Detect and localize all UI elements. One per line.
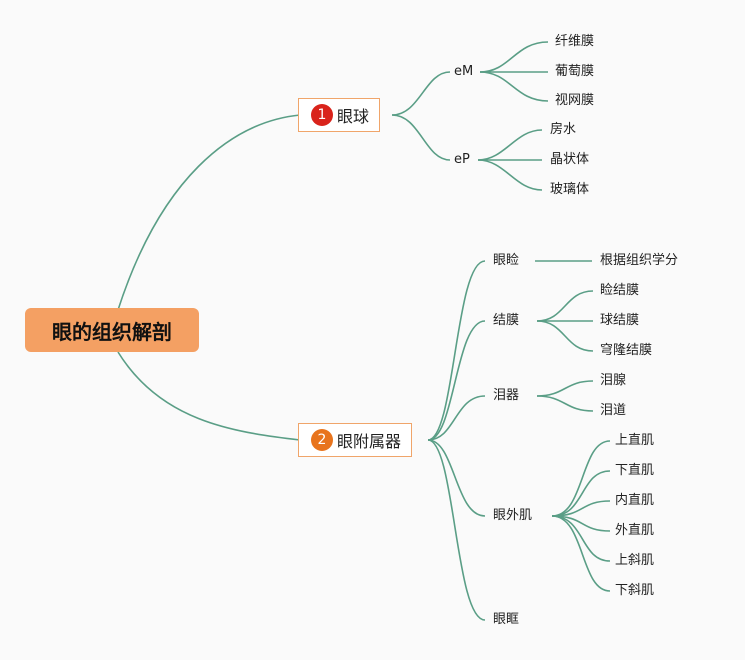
leaf-node[interactable]: 穹隆结膜	[600, 343, 653, 358]
leaf-node[interactable]: 下直肌	[615, 463, 655, 478]
leaf-node[interactable]: 外直肌	[615, 523, 655, 538]
leaf-node[interactable]: 上直肌	[615, 433, 655, 448]
leaf-node[interactable]: 球结膜	[600, 313, 640, 328]
leaf-node[interactable]: 睑结膜	[600, 283, 640, 298]
number-badge: 1	[311, 104, 333, 126]
leaf-node[interactable]: 下斜肌	[615, 583, 655, 598]
group-ep[interactable]: eP	[454, 152, 470, 167]
leaf-node[interactable]: 视网膜	[555, 93, 595, 108]
leaf-node[interactable]: 泪道	[600, 403, 627, 418]
leaf-node[interactable]: 葡萄膜	[555, 64, 595, 79]
group-lacrimal[interactable]: 泪器	[493, 388, 520, 403]
leaf-node[interactable]: 泪腺	[600, 373, 627, 388]
root-label: 眼的组织解剖	[52, 319, 172, 344]
leaf-node[interactable]: 晶状体	[550, 152, 590, 167]
root-node[interactable]: 眼的组织解剖	[25, 308, 199, 352]
group-eyelid[interactable]: 眼睑	[493, 253, 520, 268]
number-badge: 2	[311, 429, 333, 451]
branch-label: 眼附属器	[337, 432, 402, 451]
group-em[interactable]: eM	[454, 64, 474, 79]
branch-label: 眼球	[337, 107, 370, 126]
group-orbit[interactable]: 眼眶	[493, 612, 520, 627]
branch-eyeball[interactable]: 1 眼球	[298, 98, 381, 132]
group-conjunctiva[interactable]: 结膜	[493, 313, 520, 328]
leaf-node[interactable]: 玻璃体	[550, 182, 590, 197]
leaf-node[interactable]: 房水	[550, 122, 577, 137]
leaf-node[interactable]: 纤维膜	[555, 34, 595, 49]
branch-adnexa[interactable]: 2 眼附属器	[298, 423, 413, 457]
leaf-node[interactable]: 内直肌	[615, 493, 655, 508]
group-extraocular-muscles[interactable]: 眼外肌	[493, 508, 533, 523]
leaf-node[interactable]: 上斜肌	[615, 553, 655, 568]
leaf-node[interactable]: 根据组织学分	[600, 253, 679, 268]
